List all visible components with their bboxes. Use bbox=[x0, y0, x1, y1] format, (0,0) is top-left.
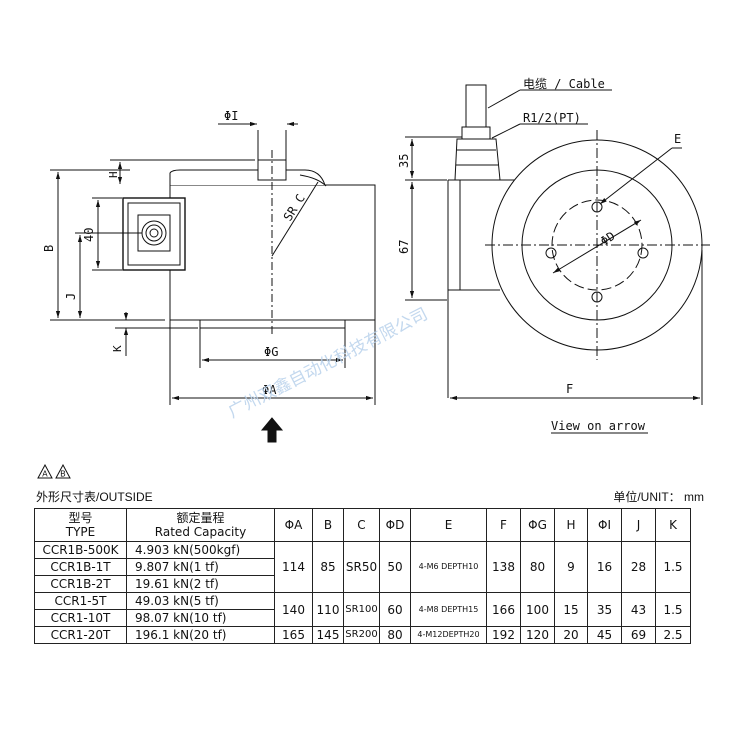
value-cell: 1.5 bbox=[655, 541, 691, 593]
header-col: C bbox=[343, 508, 380, 542]
label-f: F bbox=[566, 382, 573, 396]
table-row: CCR1-20T 196.1 kN(20 tf) 165 145 SR200 8… bbox=[34, 626, 691, 644]
value-cell: 165 bbox=[274, 626, 313, 644]
table-header-row: 型号 TYPE 额定量程 Rated Capacity ΦA B C ΦD E … bbox=[34, 508, 691, 542]
header-capacity: 额定量程 Rated Capacity bbox=[126, 508, 275, 542]
value-cell: 43 bbox=[621, 592, 656, 627]
label-h: H bbox=[107, 171, 120, 178]
value-cell: SR50 bbox=[343, 541, 380, 593]
table-row: CCR1B-500K 4.903 kN(500kgf) 114 85 SR50 … bbox=[34, 541, 691, 593]
header-type-cn: 型号 bbox=[68, 511, 93, 525]
value-cell: 85 bbox=[312, 541, 344, 593]
type-cell: CCR1B-2T bbox=[34, 575, 127, 593]
value-cell: 69 bbox=[621, 626, 656, 644]
header-col: K bbox=[655, 508, 691, 542]
header-capacity-cn: 额定量程 bbox=[176, 511, 225, 525]
value-cell: 4-M8 DEPTH15 bbox=[410, 592, 487, 627]
header-type-en: TYPE bbox=[65, 525, 96, 539]
value-cell: 138 bbox=[486, 541, 521, 593]
revision-mark-b: B bbox=[60, 470, 65, 479]
value-cell: 80 bbox=[520, 541, 555, 593]
value-cell: 120 bbox=[520, 626, 555, 644]
value-cell: SR200 bbox=[343, 626, 380, 644]
label-cable: 电缆 / Cable bbox=[523, 77, 605, 91]
capacity-cell: 49.03 kN(5 tf) bbox=[126, 592, 275, 610]
label-view-on-arrow: View on arrow bbox=[551, 419, 646, 433]
header-col: H bbox=[554, 508, 588, 542]
value-cell: 192 bbox=[486, 626, 521, 644]
view-arrow bbox=[260, 417, 284, 443]
technical-drawing: 电缆 / Cable R1/2(PT) ΦI H SR C B 40 J K Φ… bbox=[42, 77, 710, 443]
value-cell: 1.5 bbox=[655, 592, 691, 627]
header-col: ΦG bbox=[520, 508, 555, 542]
outside-dimensions-section: A B 外形尺寸表/OUTSIDE 单位/UNIT： mm 型号 TYPE 额定… bbox=[34, 462, 704, 644]
label-35: 35 bbox=[397, 154, 411, 168]
value-cell: 35 bbox=[587, 592, 622, 627]
type-cell: CCR1-5T bbox=[34, 592, 127, 610]
label-phi-g: ΦG bbox=[264, 345, 278, 359]
value-cell: 20 bbox=[554, 626, 588, 644]
table-row: CCR1B-1T 9.807 kN(1 tf) bbox=[34, 558, 691, 576]
header-col: F bbox=[486, 508, 521, 542]
table-title: 外形尺寸表/OUTSIDE bbox=[36, 490, 153, 504]
value-cell: 28 bbox=[621, 541, 656, 593]
header-col: ΦD bbox=[379, 508, 411, 542]
value-cell: 166 bbox=[486, 592, 521, 627]
table-row: CCR1-5T 49.03 kN(5 tf) 140 110 SR100 60 … bbox=[34, 592, 691, 627]
label-phi-i: ΦI bbox=[224, 109, 238, 123]
header-col: ΦA bbox=[274, 508, 313, 542]
label-40: 40 bbox=[82, 228, 96, 242]
label-phi-a: ΦA bbox=[262, 383, 277, 397]
value-cell: 80 bbox=[379, 626, 411, 644]
type-cell: CCR1-20T bbox=[34, 626, 127, 644]
label-e: E bbox=[674, 132, 681, 146]
value-cell: 2.5 bbox=[655, 626, 691, 644]
capacity-cell: 19.61 kN(2 tf) bbox=[126, 575, 275, 593]
value-cell: 110 bbox=[312, 592, 344, 627]
label-67: 67 bbox=[397, 240, 411, 254]
end-view bbox=[405, 84, 710, 434]
value-cell: SR100 bbox=[343, 592, 380, 627]
capacity-cell: 9.807 kN(1 tf) bbox=[126, 558, 275, 576]
value-cell: 145 bbox=[312, 626, 344, 644]
value-cell: 100 bbox=[520, 592, 555, 627]
value-cell: 16 bbox=[587, 541, 622, 593]
capacity-cell: 4.903 kN(500kgf) bbox=[126, 541, 275, 559]
revision-triangle-icons: A B bbox=[37, 463, 71, 479]
value-cell: 15 bbox=[554, 592, 588, 627]
revision-marks: A B bbox=[37, 463, 77, 483]
value-cell: 60 bbox=[379, 592, 411, 627]
unit-label: 单位/UNIT： mm bbox=[613, 490, 704, 504]
label-phi-d: ΦD bbox=[598, 229, 618, 249]
header-col: E bbox=[410, 508, 487, 542]
spec-table: 型号 TYPE 额定量程 Rated Capacity ΦA B C ΦD E … bbox=[34, 508, 691, 644]
value-cell: 45 bbox=[587, 626, 622, 644]
label-k: K bbox=[111, 345, 124, 352]
revision-mark-a: A bbox=[42, 470, 48, 479]
header-col: J bbox=[621, 508, 656, 542]
value-cell: 4-M12DEPTH20 bbox=[410, 626, 487, 644]
header-type: 型号 TYPE bbox=[34, 508, 127, 542]
label-j: J bbox=[64, 293, 78, 300]
capacity-cell: 196.1 kN(20 tf) bbox=[126, 626, 275, 644]
value-cell: 114 bbox=[274, 541, 313, 593]
header-col: B bbox=[312, 508, 344, 542]
type-cell: CCR1B-1T bbox=[34, 558, 127, 576]
value-cell: 4-M6 DEPTH10 bbox=[410, 541, 487, 593]
capacity-cell: 98.07 kN(10 tf) bbox=[126, 609, 275, 627]
type-cell: CCR1B-500K bbox=[34, 541, 127, 559]
value-cell: 50 bbox=[379, 541, 411, 593]
side-view bbox=[50, 121, 376, 405]
header-col: ΦI bbox=[587, 508, 622, 542]
type-cell: CCR1-10T bbox=[34, 609, 127, 627]
table-row: CCR1-10T 98.07 kN(10 tf) bbox=[34, 609, 691, 627]
label-thread: R1/2(PT) bbox=[523, 111, 581, 125]
value-cell: 9 bbox=[554, 541, 588, 593]
label-b: B bbox=[42, 245, 56, 252]
header-capacity-en: Rated Capacity bbox=[154, 525, 247, 539]
value-cell: 140 bbox=[274, 592, 313, 627]
